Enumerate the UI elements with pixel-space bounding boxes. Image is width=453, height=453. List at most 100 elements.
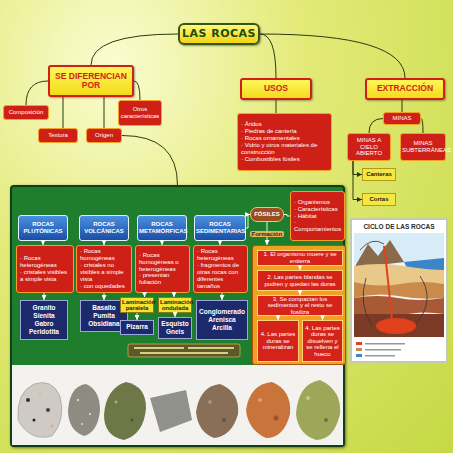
example-box: Pizarra: [120, 320, 154, 335]
lamination-box: Laminación ondulada: [158, 297, 192, 313]
rock-type-box: ROCAS VOLCÁNICAS: [79, 215, 129, 241]
node-text: · Piedras de cantería: [241, 128, 297, 135]
connector: [353, 161, 362, 200]
step-box: 4. Las partes duras se disuelven y se re…: [302, 320, 343, 362]
node-text: · Áridos: [241, 121, 262, 128]
category-box: USOS: [240, 78, 312, 100]
node-text: · presentan foliación: [139, 272, 186, 286]
rock-type-box: ROCAS SEDIMENTARIAS: [194, 215, 246, 241]
rock-type-box: ROCAS PLUTÓNICAS: [18, 215, 68, 241]
node-text: · Rocas ornamentales: [241, 135, 300, 142]
node-text: ROCAS METAMÓRFICAS: [139, 221, 185, 235]
node-text: ROCAS SEDIMENTARIAS: [196, 221, 244, 235]
node-text: Composición: [9, 109, 44, 116]
node-text: ROCAS PLUTÓNICAS: [20, 221, 66, 235]
node-text: · Características: [294, 206, 338, 213]
connector: [134, 81, 140, 100]
item-box: MINAS SUBTERRÁNEAS: [400, 133, 446, 161]
list-box: · Organismos· Características· Hábitat· …: [290, 191, 345, 241]
connector: [63, 97, 64, 128]
node-text: · cristales no visibles a simple vista: [80, 262, 128, 283]
rock-type-box: ROCAS METAMÓRFICAS: [137, 215, 187, 241]
node-text: Conglomerado: [199, 308, 245, 316]
item-box: Composición: [3, 105, 49, 120]
example-box: ConglomeradoAreniscaArcilla: [196, 300, 248, 340]
node-text: 3. Se compactan los sedimentos y el rest…: [259, 296, 341, 316]
step-box: 4. Las partes duras se mineralizan: [257, 320, 299, 362]
node-text: USOS: [264, 84, 288, 93]
node-text: FÓSILES: [254, 211, 280, 218]
connector: [260, 34, 276, 78]
node-text: Textura: [48, 132, 68, 139]
node-text: · fragmentos de otras rocas con diferent…: [197, 262, 244, 290]
connector: [260, 34, 405, 78]
node-text: Gneis: [166, 328, 184, 336]
node-text: Esquisto: [161, 320, 188, 328]
description-box: · Rocas heterogéneas· fragmentos de otra…: [193, 245, 248, 293]
node-text: Gabro: [34, 320, 53, 328]
node-text: Granito: [32, 304, 55, 312]
connector: [369, 119, 383, 134]
example-box: EsquistoGneis: [158, 317, 192, 339]
node-text: Sienita: [33, 312, 54, 320]
node-text: Cortas: [369, 196, 388, 203]
list-box: · Áridos· Piedras de cantería· Rocas orn…: [237, 113, 332, 171]
step-box: 1. El organismo muere y se entierra: [257, 250, 343, 266]
step-box: 3. Se compactan los sedimentos y el rest…: [257, 295, 343, 316]
category-box: SE DIFERENCIAN POR: [48, 65, 134, 97]
item-box: MINAS A CIELO ABIERTO: [347, 133, 391, 161]
node-text: CICLO DE LAS ROCAS: [363, 223, 434, 230]
node-text: 4. Las partes duras se mineralizan: [259, 331, 297, 351]
node-text: · Comportamientos: [294, 219, 341, 233]
node-text: MINAS A CIELO ABIERTO: [349, 137, 389, 158]
item-box: MINAS: [383, 112, 421, 125]
item-box: Origen: [86, 128, 122, 143]
fossil-panel: 1. El organismo muere y se entierra 2. La…: [252, 245, 346, 365]
node-text: Laminación paralela: [122, 299, 152, 312]
connector: [276, 100, 277, 113]
node-text: Laminación ondulada: [160, 299, 190, 312]
node-text: · Rocas heterogéneas: [197, 248, 244, 262]
node-text: Canteras: [366, 171, 392, 178]
node-text: SE DIFERENCIAN POR: [51, 72, 131, 91]
node-text: · Organismos: [294, 199, 330, 206]
item-box: Canteras: [362, 168, 396, 181]
node-text: MINAS SUBTERRÁNEAS: [402, 140, 444, 154]
node-text: Peridotita: [29, 328, 59, 336]
node-text: Obsidiana: [88, 320, 119, 328]
item-box: Textura: [38, 128, 78, 143]
connector: [26, 81, 48, 105]
item-box: Otros características: [118, 100, 162, 126]
cycle-box: CICLO DE LAS ROCAS: [350, 218, 448, 363]
node-text: · Rocas heterogéneas: [20, 255, 70, 269]
edge-label: Formación: [250, 231, 285, 237]
title-box: LAS ROCAS: [178, 23, 260, 45]
node-text: Basalto: [92, 304, 115, 312]
node-text: 2. Las partes blandas se pudren y quedan…: [259, 274, 341, 287]
lamination-box: Laminación paralela: [120, 297, 154, 313]
step-box: 2. Las partes blandas se pudren y quedan…: [257, 270, 343, 291]
node-text: ROCAS VOLCÁNICAS: [81, 221, 127, 235]
connector: [353, 161, 362, 175]
node-text: · con oquedades: [80, 283, 125, 290]
node-text: · Rocas homogéneas: [80, 248, 128, 262]
connector: [122, 136, 178, 186]
node-text: LAS ROCAS: [182, 28, 256, 41]
connector: [421, 119, 423, 134]
description-box: · Rocas heterogéneas· cristales visibles…: [16, 245, 74, 293]
connector: [104, 97, 105, 128]
node-text: · Hábitat: [294, 213, 317, 220]
node-text: 4. Las partes duras se disuelven y se re…: [304, 325, 341, 358]
node-text: · Combustibles fósiles: [241, 156, 300, 163]
node-text: 1. El organismo muere y se entierra: [259, 251, 341, 264]
node-text: · cristales visibles a simple vista: [20, 269, 70, 283]
node-text: · Rocas homogéneas o heterogéneas: [139, 252, 186, 273]
item-box: Cortas: [362, 193, 396, 206]
panel: ROCAS PLUTÓNICAS ROCAS VOLCÁNICAS ROCAS ME…: [10, 185, 345, 447]
node-text: Origen: [95, 132, 113, 139]
connector: [402, 100, 403, 112]
node-text: Pumita: [93, 312, 115, 320]
category-box: EXTRACCIÓN: [365, 78, 445, 100]
node-text: EXTRACCIÓN: [377, 84, 433, 93]
